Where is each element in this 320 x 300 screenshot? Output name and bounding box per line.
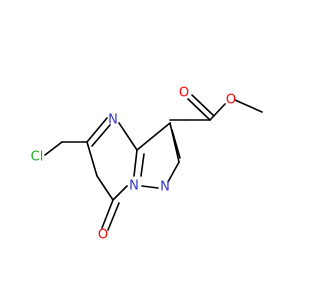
chloromethyl-group	[44, 141, 88, 156]
atom-cl: Cl	[31, 150, 44, 165]
pyrimidinone-ring	[86, 117, 138, 231]
atom-n-ring-top: N	[108, 113, 118, 128]
atom-n-bridge: N	[129, 179, 139, 194]
atom-n-pyrazole: N	[160, 180, 170, 195]
atom-labels: N N N O O O Cl	[31, 86, 236, 243]
atom-o-ester-link: O	[226, 93, 236, 108]
pyrazole-ring	[133, 122, 181, 189]
molecule-structure: N N N O O O Cl	[31, 86, 263, 243]
atom-o-carbonyl-ester: O	[179, 86, 189, 101]
atom-o-ketone: O	[98, 228, 108, 243]
ester-group	[169, 94, 263, 121]
